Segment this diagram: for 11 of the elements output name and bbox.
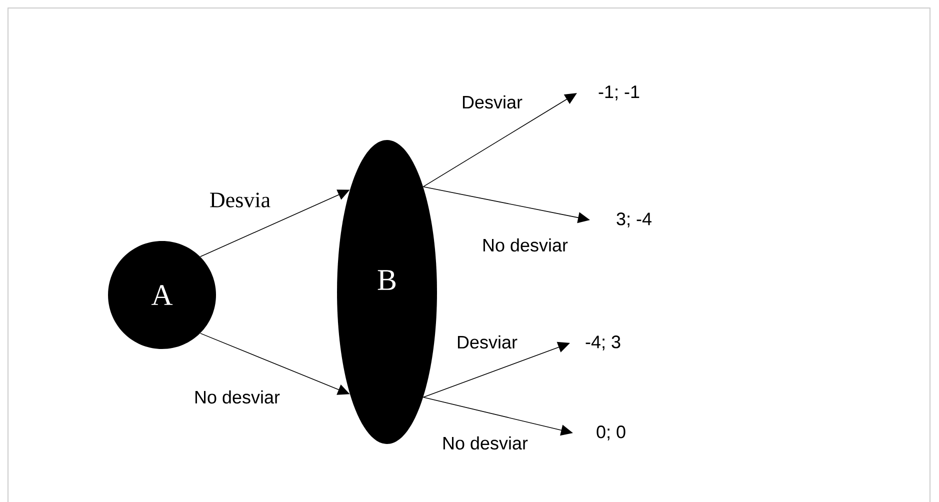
payoff-text: 3; -4: [616, 212, 652, 228]
payoff-text: 0; 0: [596, 426, 626, 440]
edge-label: No desviar: [481, 237, 570, 253]
edge-label: Desvia: [208, 192, 272, 208]
edge-label: No desviar: [441, 435, 530, 451]
edge-label: Desviar: [460, 94, 524, 110]
arrow: [422, 93, 577, 188]
payoff-text: -4; 3: [586, 336, 620, 350]
edge-label: No desviar: [193, 389, 282, 405]
edge-label: Desviar: [456, 334, 519, 350]
payoff-text: -1; -1: [598, 86, 640, 100]
